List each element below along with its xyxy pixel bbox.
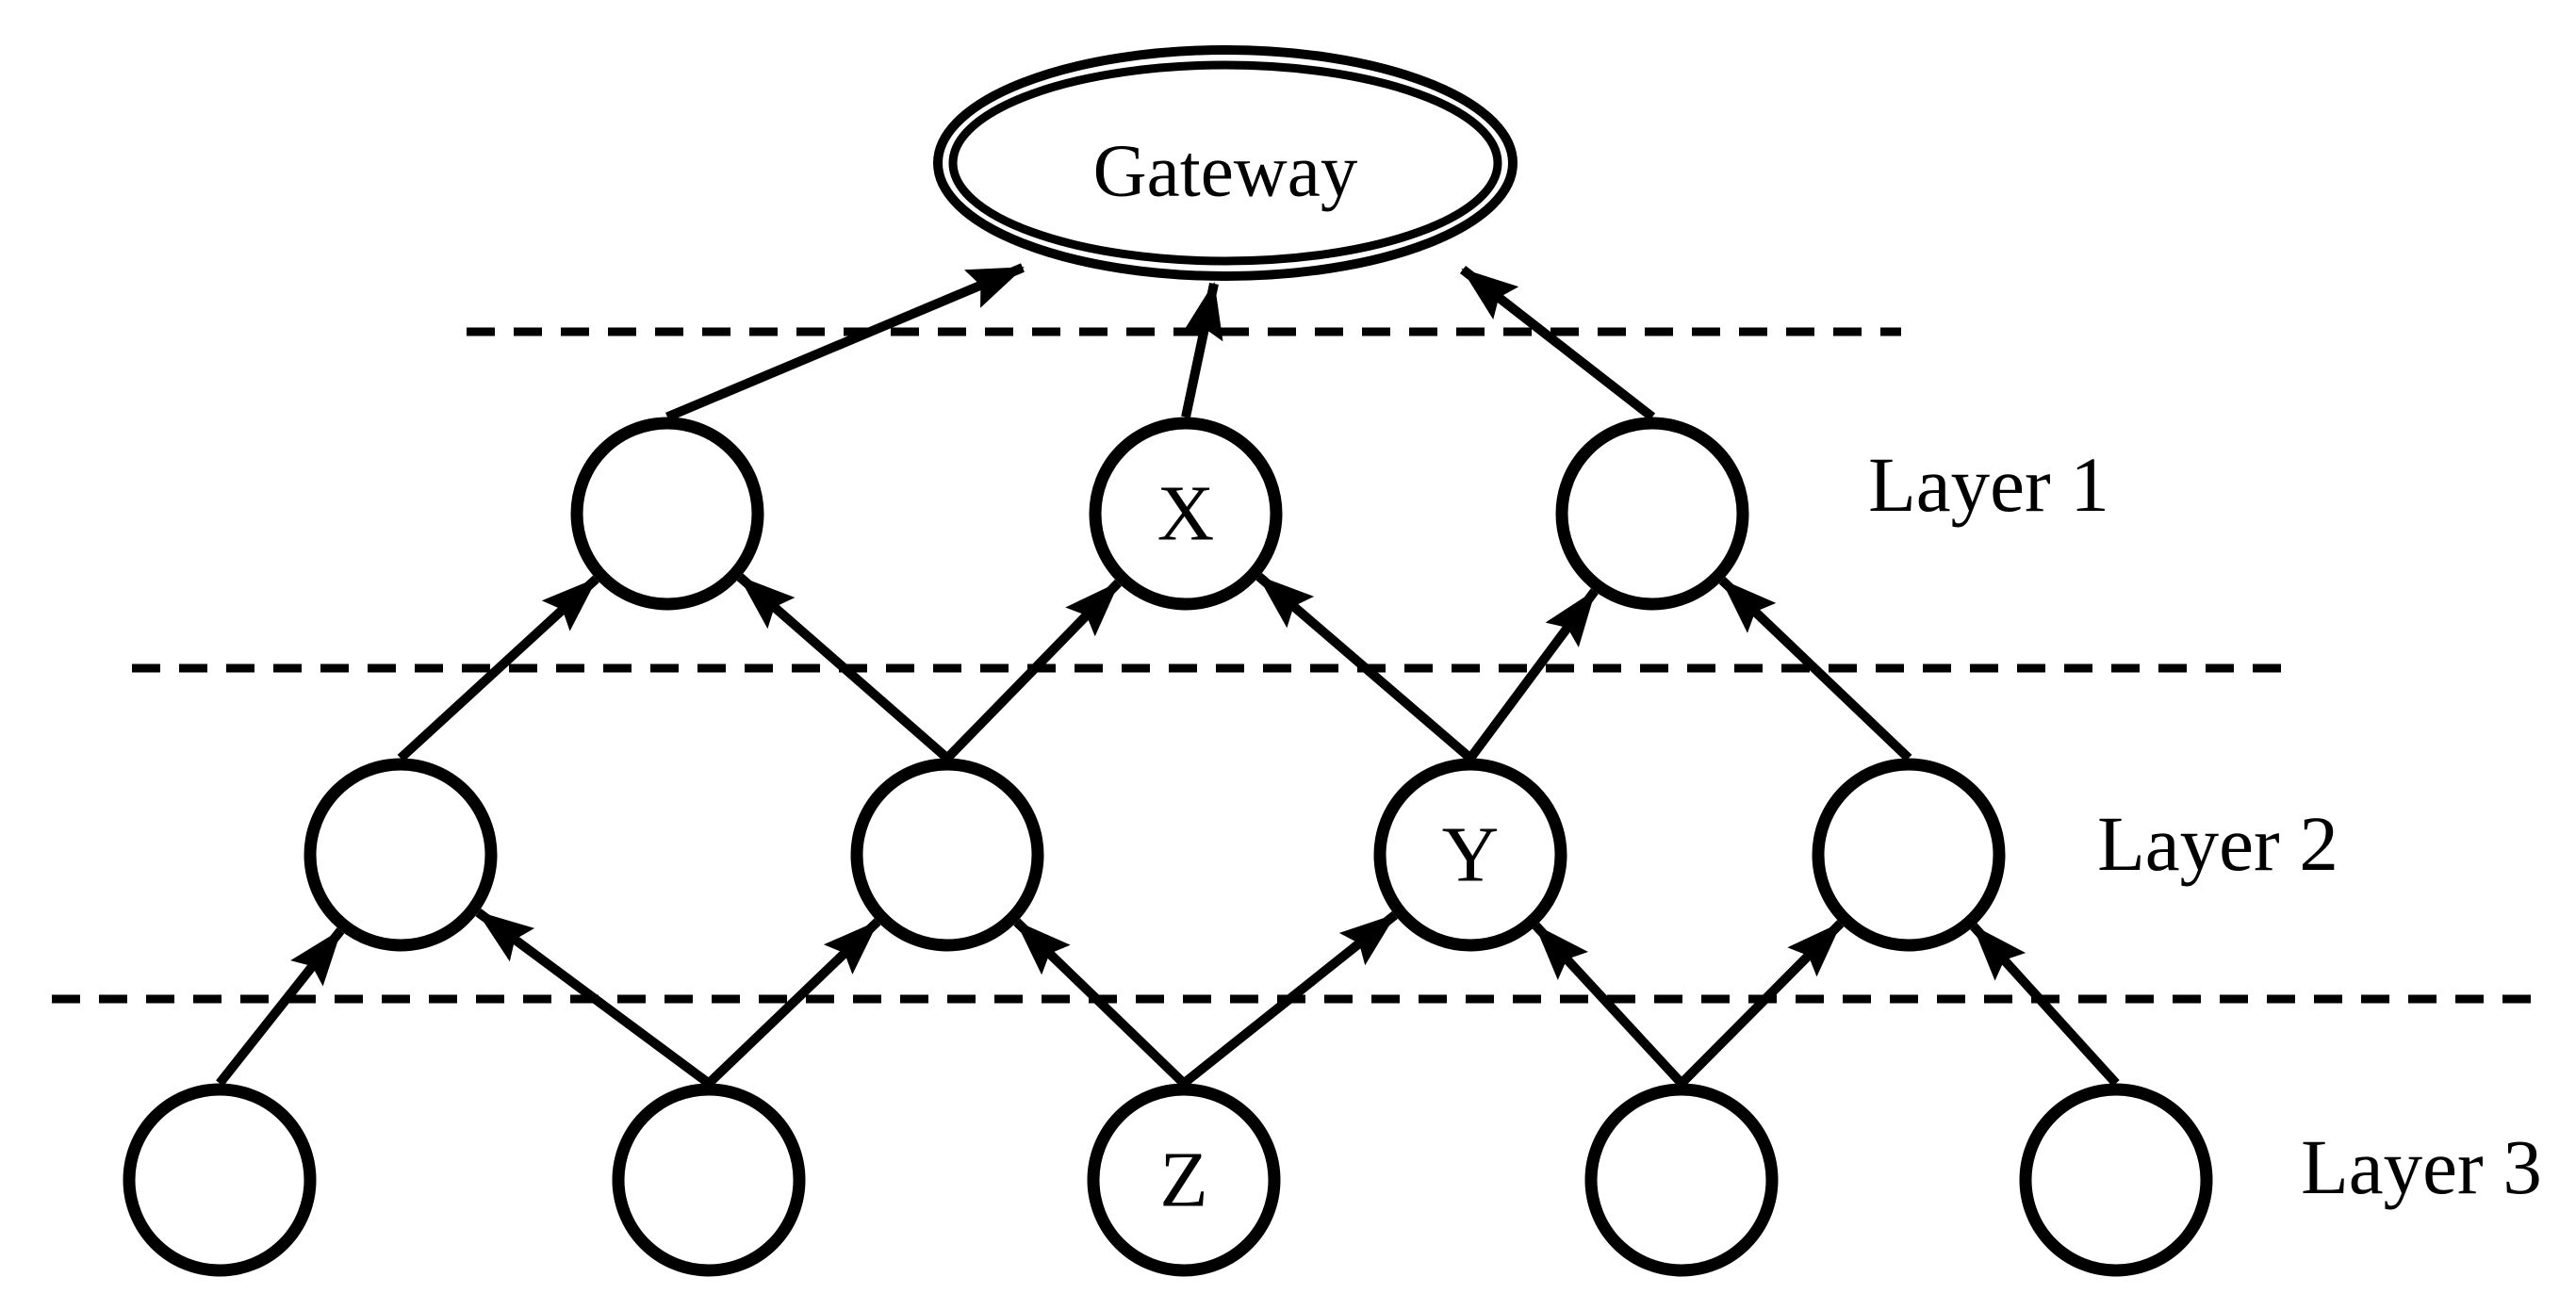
gateway-outer-ellipse [933,45,1518,281]
node-L2-3 [1373,758,1567,952]
gateway-inner-ellipse [948,60,1502,266]
edges-group [216,263,2120,1088]
edge-L3-5-to-L2-4 [1970,923,2120,1087]
edge-L2-2-to-L1-2 [943,579,1123,761]
edge-L2-1-to-L1-1 [397,575,599,762]
edge-L2-4-to-L1-3 [1718,577,1912,762]
node-L2-1 [304,758,498,952]
node-L2-2 [850,758,1044,952]
layer-label-2: Layer 2 [2097,800,2338,887]
edge-L2-3-to-L1-3 [1466,588,1599,761]
node-L3-4 [1584,1083,1779,1277]
node-label-x: X [1157,470,1215,558]
node-L2-4 [1812,758,2006,952]
edge-L2-2-to-L1-1 [736,573,951,762]
layer-label-1: Layer 1 [1868,441,2109,528]
edge-L3-2-to-L2-1 [475,909,712,1088]
node-L3-1 [123,1083,317,1277]
edge-L3-1-to-L2-1 [216,927,345,1087]
edge-L1-2-to-gateway [1181,282,1223,418]
layer-label-3: Layer 3 [2301,1123,2542,1210]
node-L3-5 [2019,1083,2213,1277]
node-label-z: Z [1159,1137,1207,1224]
nodes-group [123,45,2213,1277]
edge-L3-4-to-L2-3 [1532,922,1685,1087]
edge-L2-3-to-L1-2 [1255,573,1474,762]
gateway-label: Gateway [1093,131,1358,213]
edge-L3-2-to-L2-2 [705,918,881,1088]
node-L1-3 [1555,417,1749,611]
node-L3-3 [1087,1083,1281,1277]
edge-L3-3-to-L2-3 [1180,911,1398,1088]
edge-L1-3-to-gateway [1459,266,1656,421]
edge-L1-1-to-gateway [665,263,1025,422]
edge-L3-3-to-L2-2 [1013,918,1188,1088]
node-L1-2 [1089,417,1283,611]
node-L1-1 [570,417,764,611]
node-L3-2 [612,1083,806,1277]
node-label-y: Y [1442,811,1500,899]
edge-L3-4-to-L2-4 [1678,920,1845,1088]
